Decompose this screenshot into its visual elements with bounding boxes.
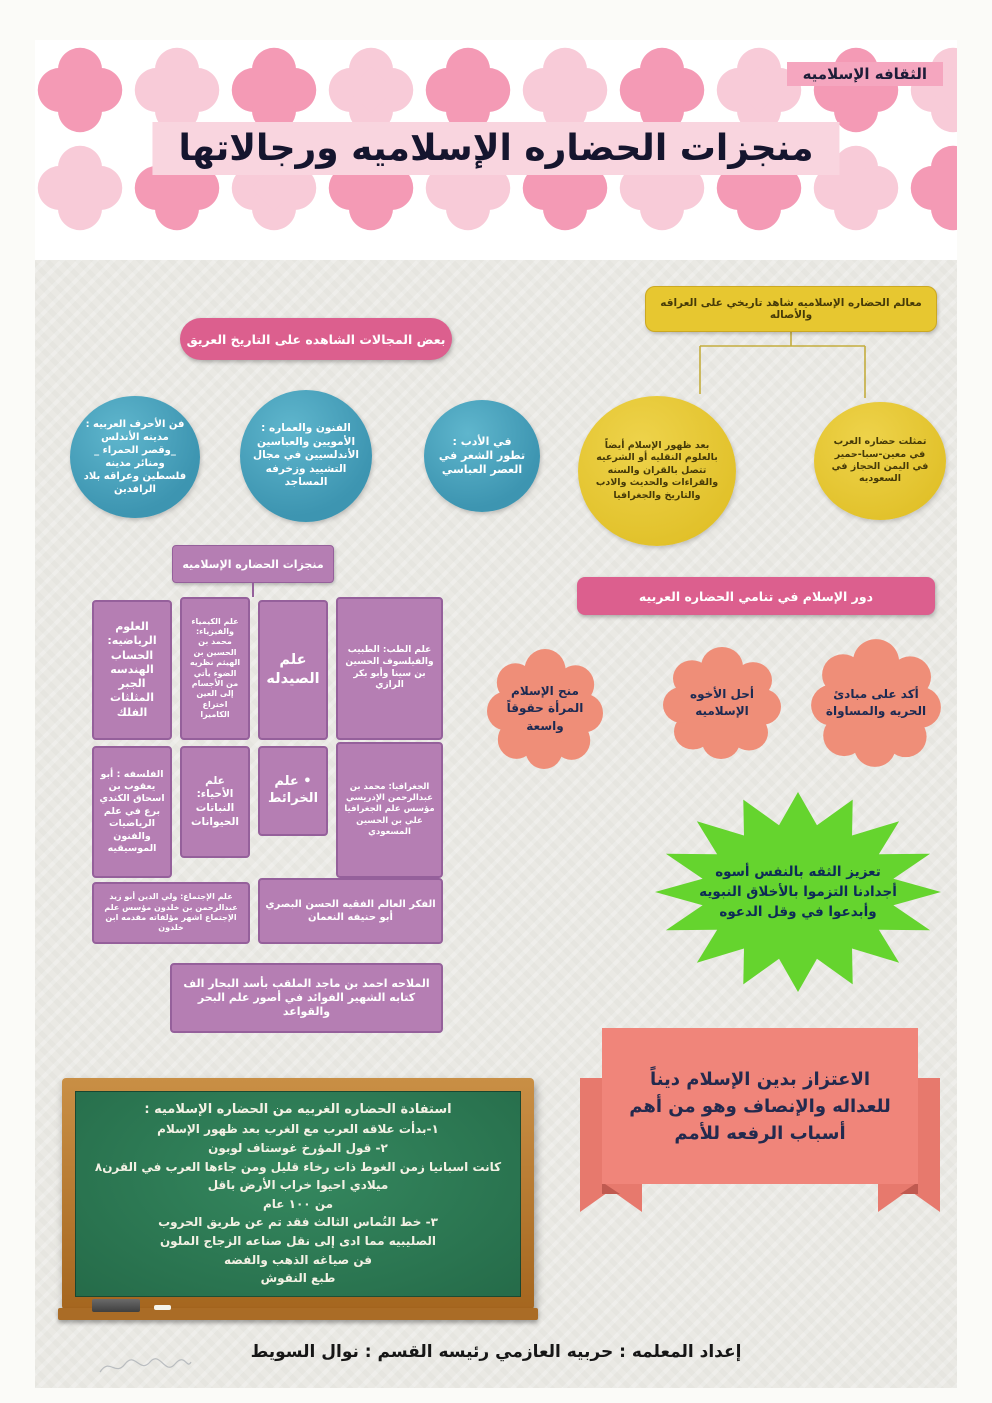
quatrefoil-flower-icon bbox=[517, 42, 613, 138]
quatrefoil-flower-icon bbox=[35, 42, 128, 138]
chalk-line: ٣- خط التُماس الثالث فقد تم عن طريق الحر… bbox=[158, 1215, 438, 1230]
achievement-philosophy: الفلسفه : أبو يعقوب بن اسحاق الكندي برع … bbox=[92, 746, 172, 878]
chalk-piece bbox=[154, 1305, 171, 1310]
achievement-geography-text: الجغرافيا: محمد بن عبدالرحمن الإدريسي مؤ… bbox=[344, 782, 435, 837]
quatrefoil-flower-icon bbox=[226, 42, 322, 138]
chalk-line: من ١٠٠ عام bbox=[262, 1196, 334, 1211]
chalk-line: كانت اسبانيا زمن الغوط ذات رخاء قليل ومن… bbox=[94, 1159, 502, 1174]
quatrefoil-flower-icon bbox=[614, 42, 710, 138]
ribbon-banner: الاعتزاز بدين الإسلام ديناً للعداله والإ… bbox=[578, 1024, 942, 1218]
quatrefoil-flower-icon bbox=[420, 42, 516, 138]
page-title: منجزات الحضاره الإسلاميه ورجالاتها bbox=[152, 122, 840, 175]
heritage-bubble-regions: تمثلت حضاره العرب في معين-سبا-حمير في ال… bbox=[814, 402, 946, 520]
achievements-header: منجزات الحضاره الإسلاميه bbox=[172, 545, 334, 583]
achievement-thought: الفكر العالم الفقيه الحسن البصري أبو حني… bbox=[258, 878, 443, 944]
heritage-bubble-sciences: بعد ظهور الإسلام أيضاً بالعلوم النقليه أ… bbox=[578, 396, 736, 546]
achievement-sociology: علم الإجتماع: ولي الدين أبو زيد عبدالرحم… bbox=[92, 882, 250, 944]
starburst: تعزيز الثقه بالنفس أسوه أجدادنا التزموا … bbox=[655, 792, 941, 992]
chalk-line: ١-بدأت علاقه العرب مع الغرب بعد ظهور الإ… bbox=[157, 1122, 439, 1137]
chalk-line: فن صياغه الذهب والفضه bbox=[223, 1252, 373, 1267]
cloud-brotherhood: أحل الأخوه الإسلاميه bbox=[662, 646, 782, 760]
achievement-philosophy-text: الفلسفه : أبو يعقوب بن اسحاق الكندي برع … bbox=[99, 768, 165, 854]
cloud-equality-text: أكد على مبادئ الحريه والمساواة bbox=[825, 686, 927, 718]
chalk-tray bbox=[58, 1308, 538, 1320]
field-arts-circle: الفنون والعماره : الأمويين والعباسين الأ… bbox=[240, 390, 372, 522]
achievement-biology: علم الأحياء: النباتات الحيوانات bbox=[180, 746, 250, 858]
achievement-chemistry-text: علم الكيمياء والفيزياء: محمد بن الحسين ب… bbox=[189, 616, 241, 720]
islam-role-header: دور الإسلام في تنامي الحضاره العربيه bbox=[577, 577, 935, 615]
achievement-sociology-text: علم الإجتماع: ولي الدين أبو زيد عبدالرحم… bbox=[104, 892, 238, 933]
achievement-medicine: علم الطب: الطبيب والفيلسوف الحسين بن سين… bbox=[336, 597, 443, 740]
achievement-maps: علم الخرائط bbox=[258, 746, 328, 836]
chalk-line: ٢- قول المؤرخ غوستاف لوبون bbox=[208, 1140, 388, 1155]
achievement-chemistry: علم الكيمياء والفيزياء: محمد بن الحسين ب… bbox=[180, 597, 250, 740]
achievement-navigation: الملاحه احمد بن ماجد الملقب بأسد البحار … bbox=[170, 963, 443, 1033]
field-calligraphy-circle: فن الأحرف العربيه : مدينه الأندلس _وقصر … bbox=[70, 396, 200, 518]
achievement-geography: الجغرافيا: محمد بن عبدالرحمن الإدريسي مؤ… bbox=[336, 742, 443, 878]
cloud-equality: أكد على مبادئ الحريه والمساواة bbox=[810, 638, 942, 768]
quatrefoil-flower-icon bbox=[420, 140, 516, 236]
handwritten-scribble bbox=[99, 1358, 192, 1373]
starburst-shape bbox=[655, 792, 941, 992]
achievement-math-text: العلوم الرياضيه: الحساب الهندسه الجبر ال… bbox=[107, 619, 157, 719]
subject-label: الثقافه الإسلاميه bbox=[786, 62, 943, 86]
achievement-pharmacy: علم الصيدله bbox=[258, 600, 328, 740]
quatrefoil-flower-icon bbox=[129, 42, 225, 138]
quatrefoil-flower-icon bbox=[905, 42, 957, 138]
quatrefoil-flower-icon bbox=[323, 42, 419, 138]
connector-lines bbox=[699, 332, 866, 398]
flower-shape-icon bbox=[811, 639, 941, 767]
eraser bbox=[92, 1299, 140, 1312]
heritage-header: معالم الحضاره الإسلاميه شاهد تاريخي على … bbox=[645, 286, 937, 332]
flower-shape-icon bbox=[486, 649, 604, 769]
chalk-line: الصليبيه مما ادى إلى نقل صناعه الزجاج ال… bbox=[159, 1233, 437, 1248]
quatrefoil-flower-icon bbox=[35, 140, 128, 236]
header-pattern-band: الثقافه الإسلاميه منجزات الحضاره الإسلام… bbox=[35, 40, 957, 260]
chalk-line: استفادة الحضاره الغربيه من الحضاره الإسل… bbox=[144, 1102, 452, 1118]
field-literature-circle: في الأدب : تطور الشعر في العصر العباسي bbox=[424, 400, 540, 512]
cloud-women-rights: منح الإسلام المرأة حقوقاً واسعة bbox=[486, 648, 604, 770]
quatrefoil-flower-icon bbox=[808, 140, 904, 236]
achievements-connector-line bbox=[252, 583, 254, 597]
cloud-women-rights-text: منح الإسلام المرأة حقوقاً واسعة bbox=[506, 683, 584, 733]
fields-header: بعض المجالات الشاهده على التاريخ العريق bbox=[180, 318, 452, 360]
achievement-maps-text: علم الخرائط bbox=[265, 774, 321, 808]
ribbon-shape-icon bbox=[580, 1028, 940, 1212]
chalkboard-surface: استفادة الحضاره الغربيه من الحضاره الإسل… bbox=[75, 1091, 521, 1297]
achievement-thought-text: الفكر العالم الفقيه الحسن البصري أبو حني… bbox=[265, 899, 436, 923]
achievement-biology-text: علم الأحياء: النباتات الحيوانات bbox=[190, 774, 239, 828]
ribbon-banner-text: الاعتزاز بدين الإسلام ديناً للعداله والإ… bbox=[629, 1068, 891, 1144]
achievement-medicine-text: علم الطب: الطبيب والفيلسوف الحسين بن سين… bbox=[345, 645, 434, 691]
chalk-line: طبع النقوش bbox=[260, 1271, 336, 1286]
chalk-line: ميلادي احيوا خراب الأرض باقل bbox=[207, 1178, 389, 1193]
quatrefoil-flower-icon bbox=[905, 140, 957, 236]
quatrefoil-flower-icon bbox=[517, 140, 613, 236]
achievement-navigation-text: الملاحه احمد بن ماجد الملقب بأسد البحار … bbox=[183, 976, 430, 1019]
footer-credit: إعداد المعلمه : حربيه العازمي رئيسه القس… bbox=[250, 1342, 742, 1362]
quatrefoil-flower-icon bbox=[711, 42, 807, 138]
chalkboard: استفادة الحضاره الغربيه من الحضاره الإسل… bbox=[58, 1078, 538, 1320]
cloud-brotherhood-text: أحل الأخوه الإسلاميه bbox=[690, 686, 754, 718]
achievement-math: العلوم الرياضيه: الحساب الهندسه الجبر ال… bbox=[92, 600, 172, 740]
achievement-pharmacy-text: علم الصيدله bbox=[266, 652, 320, 687]
flower-shape-icon bbox=[663, 646, 781, 760]
starburst-text: تعزيز الثقه بالنفس أسوه أجدادنا التزموا … bbox=[699, 863, 897, 921]
